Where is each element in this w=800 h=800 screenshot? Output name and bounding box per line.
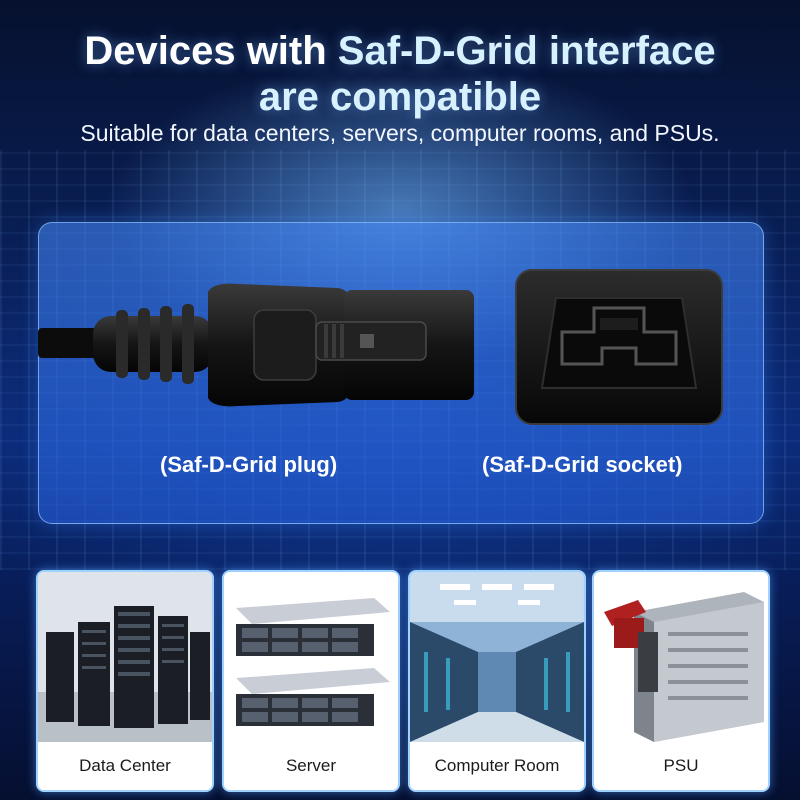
device-label: Data Center xyxy=(38,742,212,790)
psu-photo-icon xyxy=(594,572,768,742)
subtitle: Suitable for data centers, servers, comp… xyxy=(80,120,720,146)
device-label: PSU xyxy=(594,742,768,790)
computer-room-photo-icon xyxy=(410,572,584,742)
title-line2: are compatible xyxy=(258,75,542,119)
device-card-server: Server xyxy=(222,570,400,792)
plug-label: (Saf-D-Grid plug) xyxy=(160,452,338,477)
device-label: Server xyxy=(224,742,398,790)
socket-label: (Saf-D-Grid socket) xyxy=(482,452,683,477)
device-card-psu: PSU xyxy=(592,570,770,792)
title-part1: Devices with xyxy=(84,29,338,73)
data-center-photo-icon xyxy=(38,572,212,742)
device-label: Computer Room xyxy=(410,742,584,790)
device-card-data-center: Data Center xyxy=(36,570,214,792)
saf-d-grid-plug-image xyxy=(38,283,474,407)
server-photo-icon xyxy=(224,572,398,742)
page-title: Devices with Saf-D-Grid interface are co… xyxy=(0,28,800,120)
device-cards: Data Center xyxy=(36,570,770,794)
title-accent: Saf-D-Grid interface xyxy=(337,29,716,73)
device-card-computer-room: Computer Room xyxy=(408,570,586,792)
saf-d-grid-socket-image xyxy=(515,269,723,425)
